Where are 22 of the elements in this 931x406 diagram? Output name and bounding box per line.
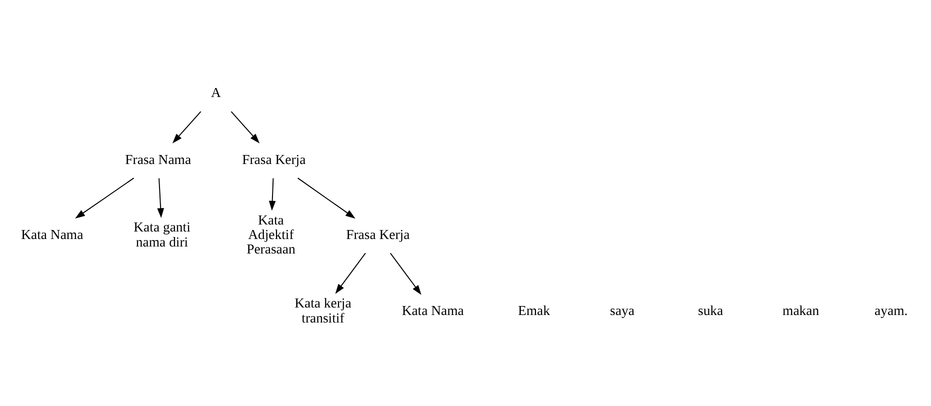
node-text: Frasa Kerja	[242, 152, 306, 167]
label: makan	[782, 303, 820, 318]
arrow	[157, 178, 164, 218]
arrow	[230, 111, 260, 144]
arrow	[75, 178, 134, 219]
arrow	[335, 252, 366, 294]
label: suka	[698, 303, 724, 318]
arrow	[172, 111, 202, 144]
arrow	[268, 178, 276, 211]
node-text: A	[211, 85, 221, 100]
node-text: Frasa Kerja	[346, 227, 410, 242]
node-text: Kata ganti nama diri	[134, 220, 190, 250]
node-text: Kata Nama	[21, 227, 84, 242]
label: ayam.	[874, 303, 908, 318]
node-text: Frasa Nama	[125, 152, 192, 167]
node-text: Kata Adjektif Perasaan	[246, 212, 296, 257]
label: Emak	[518, 303, 550, 318]
node-text: Kata kerja transitif	[294, 296, 352, 326]
arrow	[390, 252, 422, 295]
node-text: Kata Nama	[402, 303, 464, 318]
label: saya	[610, 303, 634, 318]
arrow	[297, 178, 356, 219]
